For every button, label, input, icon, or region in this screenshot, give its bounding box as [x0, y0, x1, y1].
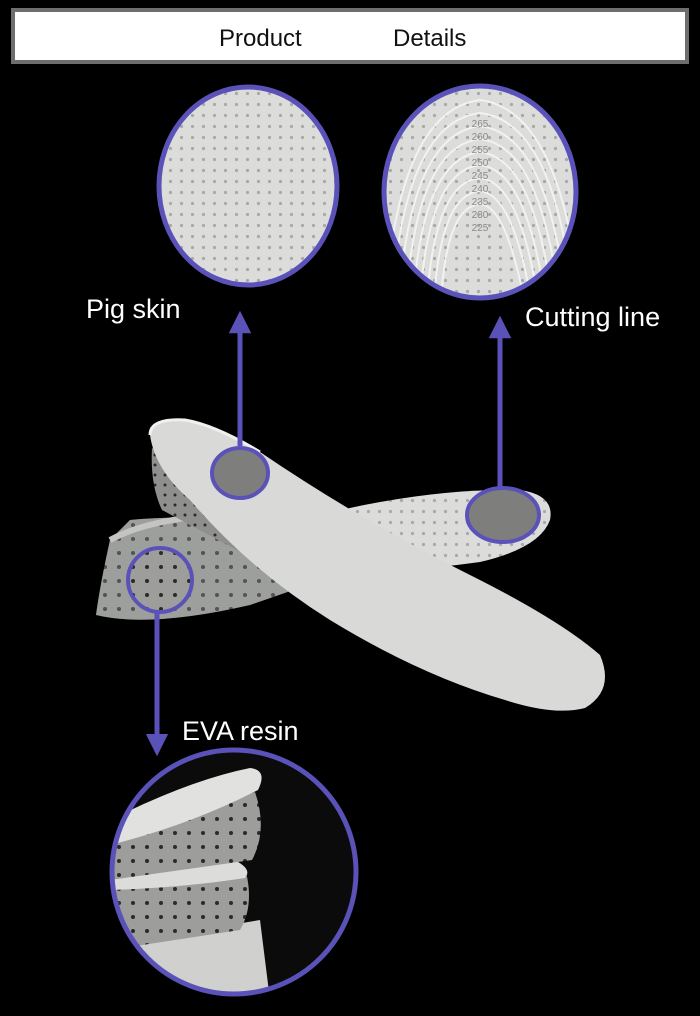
pig-skin-highlight-ring [210, 446, 270, 500]
size-label: 255 [472, 145, 489, 156]
front-insole [148, 418, 605, 711]
eva-resin-zoom-circle [109, 747, 359, 997]
size-label: 225 [472, 223, 489, 234]
size-label: 260 [472, 132, 489, 143]
size-label: 230 [472, 210, 489, 221]
cutting-line-highlight-ring [465, 486, 541, 544]
cutting-line-zoom-circle: 265 260 255 250 245 240 235 230 225 [381, 83, 579, 301]
eva-resin-highlight-ring [126, 546, 194, 614]
header-banner: Product Details [11, 8, 689, 64]
size-label: 240 [472, 184, 489, 195]
header-word-details: Details [393, 25, 467, 52]
size-label: 250 [472, 158, 489, 169]
eva-resin-label: EVA resin [182, 716, 299, 746]
cutting-line-label: Cutting line [525, 302, 661, 332]
header-word-product: Product [219, 25, 302, 52]
size-label: 235 [472, 197, 489, 208]
pig-skin-zoom-circle [156, 84, 340, 288]
size-label: 265 [472, 119, 489, 130]
size-label: 245 [472, 171, 489, 182]
pig-skin-label: Pig skin [86, 294, 181, 324]
